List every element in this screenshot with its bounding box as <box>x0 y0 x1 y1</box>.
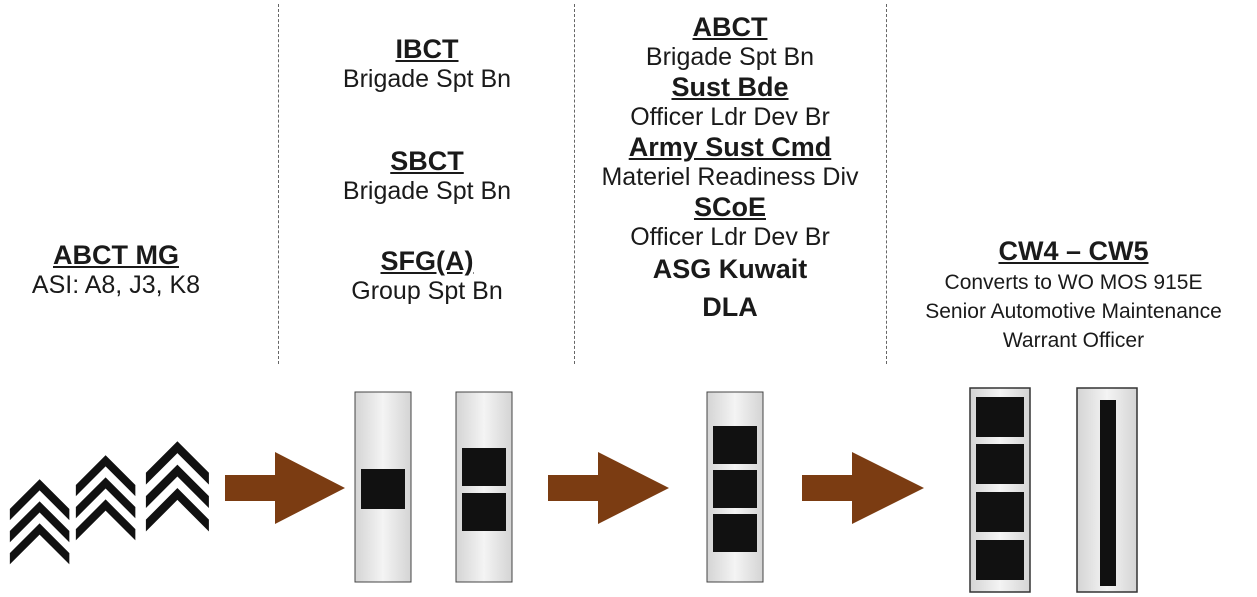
sergeant-chevron-icon <box>8 439 211 568</box>
stage-4-line: Converts to WO MOS 915E <box>944 271 1203 294</box>
unit-heading: SCoE <box>693 192 766 222</box>
stage-2-unit-3: SFG(A) Group Spt Bn <box>300 246 554 306</box>
stage-2-unit-2: SBCT Brigade Spt Bn <box>300 146 554 206</box>
unit-heading: IBCT <box>395 34 459 64</box>
arrow-right-icon <box>548 452 669 524</box>
warrant-officer-bar-icon <box>706 391 764 583</box>
stage-4-line: Warrant Officer <box>1002 329 1145 352</box>
stage-1-text: ABCT MG ASI: A8, J3, K8 <box>0 240 232 300</box>
warrant-officer-bar-icon <box>1076 387 1138 593</box>
unit-sub: Officer Ldr Dev Br <box>630 103 830 131</box>
extra-unit: ASG Kuwait <box>652 254 808 284</box>
unit-heading: Sust Bde <box>671 72 789 102</box>
divider-1 <box>278 4 279 364</box>
divider-3 <box>886 4 887 364</box>
unit-heading: SBCT <box>390 146 464 176</box>
unit-sub: Brigade Spt Bn <box>342 177 512 205</box>
stage-3-text: ABCT Brigade Spt Bn Sust Bde Officer Ldr… <box>578 12 882 322</box>
arrow-right-icon <box>225 452 345 524</box>
warrant-officer-bar-icon <box>969 387 1031 593</box>
unit-heading: Army Sust Cmd <box>628 132 832 162</box>
stage-4-line: Senior Automotive Maintenance <box>925 300 1222 323</box>
divider-2 <box>574 4 575 364</box>
stage-4-heading: CW4 – CW5 <box>998 236 1149 266</box>
warrant-officer-bar-icon <box>354 391 412 583</box>
stage-1-note: ASI: A8, J3, K8 <box>31 271 201 299</box>
warrant-officer-bar-icon <box>455 391 513 583</box>
unit-heading: ABCT <box>692 12 768 42</box>
extra-unit: DLA <box>702 292 758 322</box>
unit-sub: Brigade Spt Bn <box>342 65 512 93</box>
stage-2-unit-1: IBCT Brigade Spt Bn <box>300 34 554 94</box>
stage-1-heading: ABCT MG <box>53 240 179 270</box>
unit-heading: SFG(A) <box>380 246 474 276</box>
unit-sub: Brigade Spt Bn <box>645 43 815 71</box>
unit-sub: Officer Ldr Dev Br <box>630 223 830 251</box>
unit-sub: Materiel Readiness Div <box>601 163 859 191</box>
unit-sub: Group Spt Bn <box>351 277 503 305</box>
stage-4-text: CW4 – CW5 Converts to WO MOS 915E Senior… <box>890 236 1257 355</box>
arrow-right-icon <box>802 452 924 524</box>
